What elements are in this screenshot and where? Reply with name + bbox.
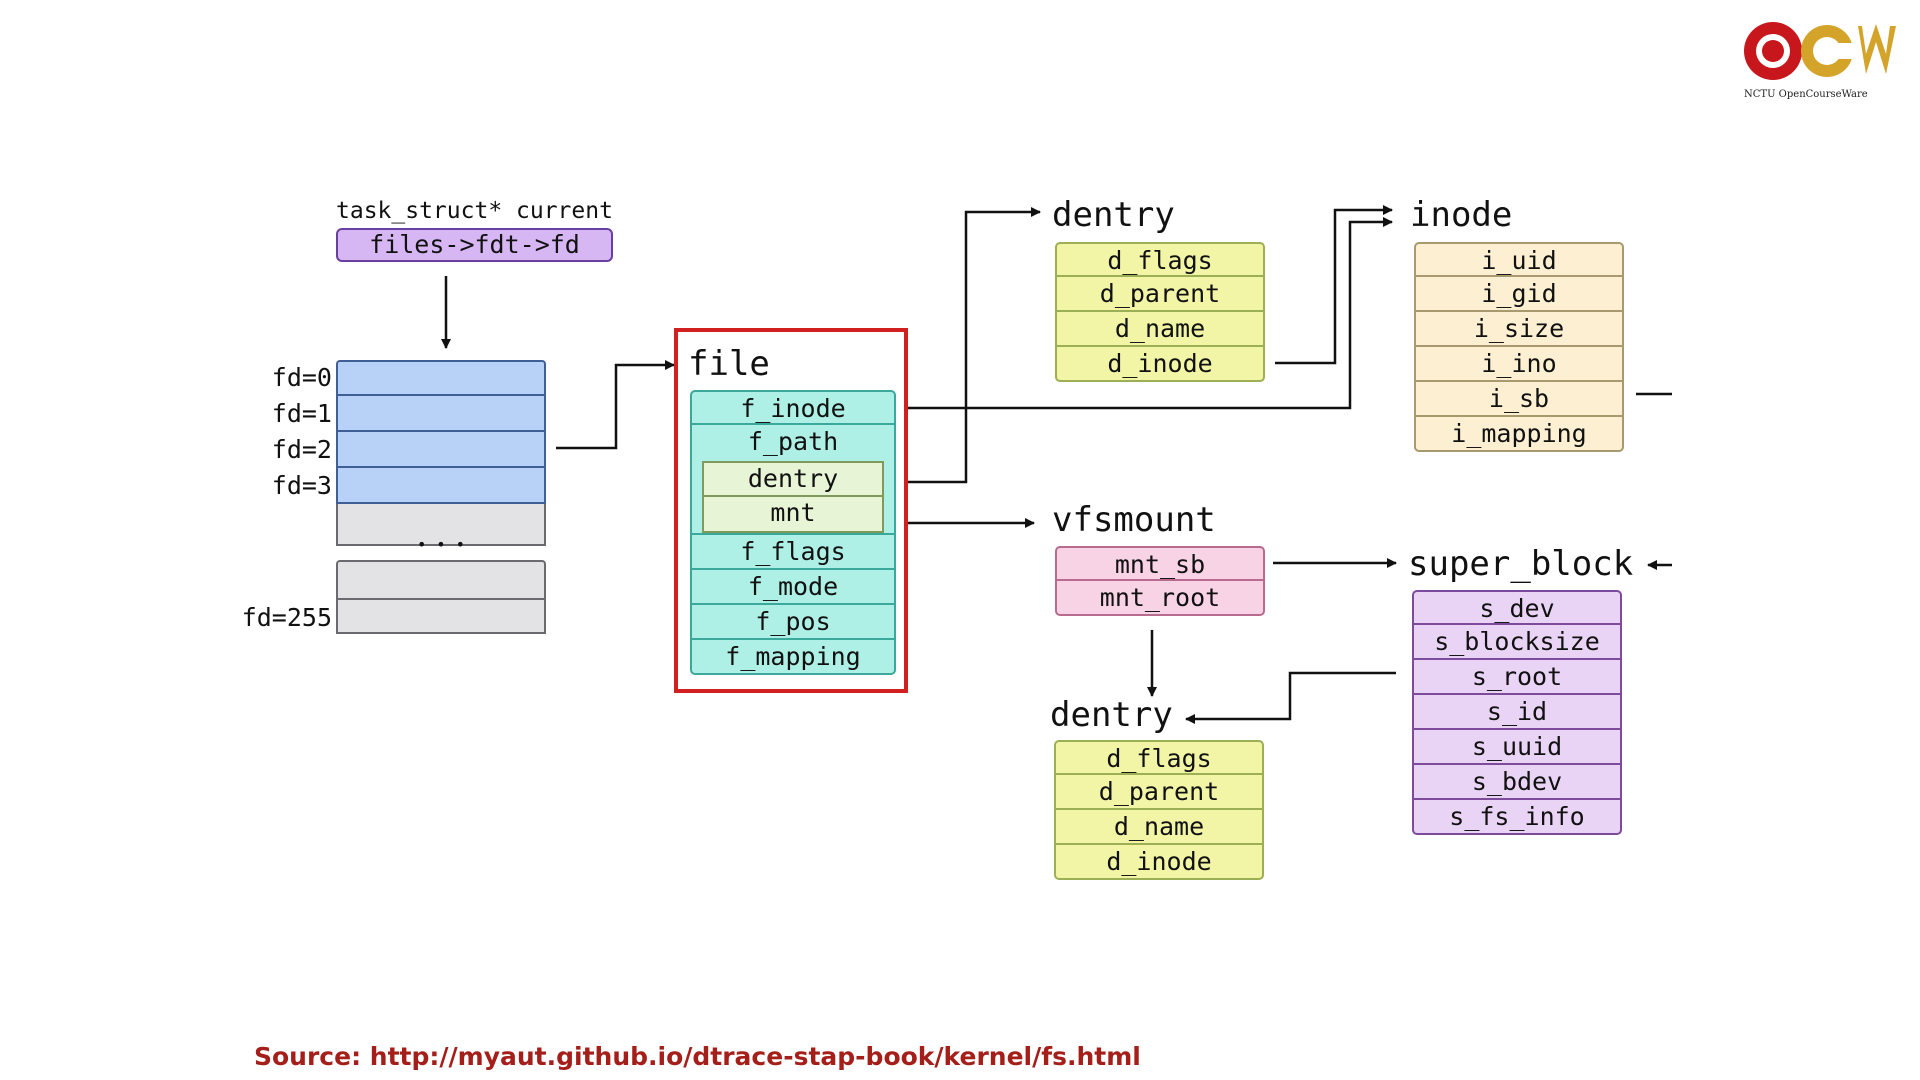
dentry-bottom-field-d-inode: d_inode — [1054, 845, 1264, 880]
fd-slot-empty — [336, 504, 546, 546]
inode-field-i-sb: i_sb — [1414, 382, 1624, 417]
file-title: file — [688, 344, 770, 384]
task-struct-label: task_struct* current — [336, 198, 613, 224]
inode-field-i-uid: i_uid — [1414, 242, 1624, 277]
file-field-f-mapping: f_mapping — [690, 640, 896, 675]
super-block-field-s-id: s_id — [1412, 695, 1622, 730]
arrow-fd-to-file — [556, 360, 675, 450]
file-path-subfields: dentry mnt — [702, 461, 884, 533]
inode-title: inode — [1410, 195, 1513, 235]
ocw-logo-caption: NCTU OpenCourseWare — [1744, 89, 1868, 100]
arrow-dinode-to-inode — [1275, 205, 1393, 365]
dentry-top-struct: d_flags d_parent d_name d_inode — [1055, 242, 1265, 382]
dentry-bottom-title: dentry — [1050, 695, 1173, 735]
vfsmount-field-mnt-root: mnt_root — [1055, 581, 1265, 616]
dentry-bottom-field-d-flags: d_flags — [1054, 740, 1264, 775]
arrow-sroot-to-dentry — [1185, 671, 1396, 724]
fd-table-ellipsis: • • • — [416, 535, 466, 554]
fd-slot-0 — [336, 360, 546, 396]
super-block-field-s-fs-info: s_fs_info — [1412, 800, 1622, 835]
fd-label-255: fd=255 — [241, 603, 332, 632]
inode-field-i-mapping: i_mapping — [1414, 417, 1624, 452]
dentry-top-field-d-parent: d_parent — [1055, 277, 1265, 312]
dentry-bottom-field-d-name: d_name — [1054, 810, 1264, 845]
dentry-bottom-field-d-parent: d_parent — [1054, 775, 1264, 810]
super-block-field-s-dev: s_dev — [1412, 590, 1622, 625]
fd-label-0: fd=0 — [271, 363, 332, 392]
vfsmount-struct: mnt_sb mnt_root — [1055, 546, 1265, 616]
ocw-logo: NCTU OpenCourseWare — [1740, 18, 1910, 106]
fd-label-3: fd=3 — [271, 471, 332, 500]
super-block-struct: s_dev s_blocksize s_root s_id s_uuid s_b… — [1412, 590, 1622, 835]
fd-label-2: fd=2 — [271, 435, 332, 464]
file-fields: f_inode f_path dentry mnt f_flags f_mode… — [690, 390, 896, 675]
super-block-field-s-blocksize: s_blocksize — [1412, 625, 1622, 660]
arrow-dentry-to-dentry — [898, 207, 1041, 484]
vfsmount-title: vfsmount — [1052, 500, 1216, 540]
super-block-field-s-root: s_root — [1412, 660, 1622, 695]
fd-label-1: fd=1 — [271, 399, 332, 428]
fd-table-lower — [336, 560, 546, 634]
file-field-f-pos: f_pos — [690, 605, 896, 640]
dentry-top-title: dentry — [1052, 195, 1175, 235]
fd-slot-255 — [336, 600, 546, 634]
dentry-bottom-struct: d_flags d_parent d_name d_inode — [1054, 740, 1264, 880]
dentry-top-field-d-flags: d_flags — [1055, 242, 1265, 277]
super-block-field-s-bdev: s_bdev — [1412, 765, 1622, 800]
fd-table — [336, 360, 546, 546]
inode-field-i-gid: i_gid — [1414, 277, 1624, 312]
dentry-top-field-d-inode: d_inode — [1055, 347, 1265, 382]
inode-struct: i_uid i_gid i_size i_ino i_sb i_mapping — [1414, 242, 1624, 452]
inode-field-i-ino: i_ino — [1414, 347, 1624, 382]
super-block-title: super_block — [1408, 544, 1634, 584]
file-field-f-mode: f_mode — [690, 570, 896, 605]
file-field-f-flags: f_flags — [690, 535, 896, 570]
fd-slot-3 — [336, 468, 546, 504]
inode-field-i-size: i_size — [1414, 312, 1624, 347]
source-citation: Source: http://myaut.github.io/dtrace-st… — [254, 1042, 1141, 1071]
file-field-f-path: f_path dentry mnt — [690, 425, 896, 535]
file-field-f-inode: f_inode — [690, 390, 896, 425]
ocw-logo-mark — [1744, 22, 1896, 80]
file-field-dentry: dentry — [702, 461, 884, 497]
vfsmount-field-mnt-sb: mnt_sb — [1055, 546, 1265, 581]
fd-slot-254 — [336, 560, 546, 600]
fd-slot-2 — [336, 432, 546, 468]
super-block-field-s-uuid: s_uuid — [1412, 730, 1622, 765]
arrow-finode-to-inode — [898, 217, 1393, 410]
fd-slot-1 — [336, 396, 546, 432]
dentry-top-field-d-name: d_name — [1055, 312, 1265, 347]
file-field-mnt: mnt — [702, 497, 884, 533]
file-field-f-path-label: f_path — [747, 427, 839, 456]
task-files-box: files->fdt->fd — [336, 228, 613, 262]
